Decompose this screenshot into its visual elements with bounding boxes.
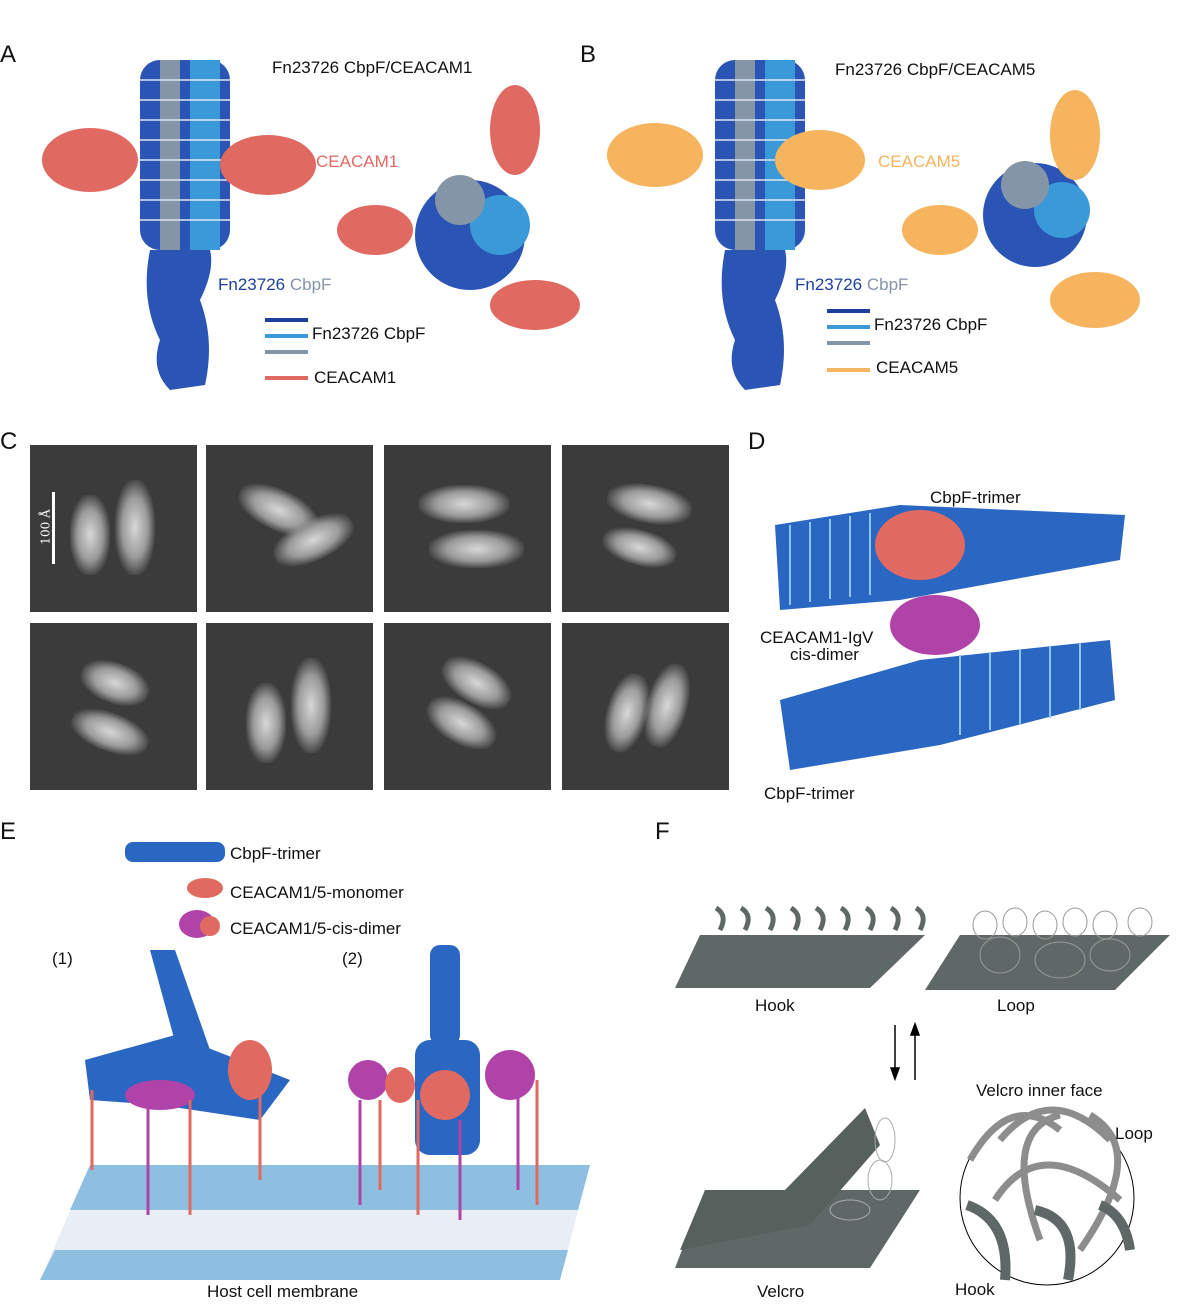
panel-d-middle-label-1: CEACAM1-IgV — [760, 628, 874, 647]
panel-label-c: C — [0, 428, 18, 455]
inset-loop-label: Loop — [1115, 1124, 1153, 1143]
scale-bar-label: 100 Å — [38, 509, 53, 545]
panel-e-model-2 — [348, 945, 539, 1220]
panel-d-middle-label-2: cis-dimer — [790, 645, 859, 664]
class-average-2 — [206, 445, 373, 612]
cbpf-name: Fn23726 — [795, 275, 863, 294]
panel-b-structure-side — [607, 60, 865, 390]
panel-a-structure-top — [337, 85, 580, 330]
panel-a-structure-side — [42, 60, 316, 390]
panel-b-structure-top — [902, 90, 1140, 328]
panel-d-structure — [775, 505, 1125, 770]
velcro-joined — [675, 1108, 920, 1268]
panel-a-legend-swatches — [265, 318, 308, 380]
panel-a-title: Fn23726 CbpF/CEACAM1 — [272, 58, 473, 77]
class-average-6 — [206, 623, 373, 790]
legend-ceacam-cis-dimer: CEACAM1/5-cis-dimer — [230, 919, 401, 938]
loop-strip — [925, 907, 1170, 990]
panel-b-ligand-label: CEACAM5 — [878, 152, 961, 171]
class-average-1: 100 Å — [30, 445, 197, 612]
inner-face-title: Velcro inner face — [976, 1081, 1103, 1100]
panel-a-legend-ligand: CEACAM1 — [314, 368, 397, 387]
cbpf-suffix: CbpF — [289, 275, 332, 294]
hook-strip — [675, 905, 926, 988]
panel-d-bottom-label: CbpF-trimer — [764, 784, 855, 803]
panel-b-cbpf-label: Fn23726 CbpF — [795, 276, 908, 293]
panel-d-top-label: CbpF-trimer — [930, 488, 1021, 507]
class-average-3 — [384, 445, 551, 612]
panel-e-model-1 — [85, 950, 290, 1215]
loop-label: Loop — [997, 996, 1035, 1015]
panel-label-e: E — [0, 818, 17, 845]
legend-cbpf-trimer: CbpF-trimer — [230, 844, 321, 863]
panel-label-d: D — [748, 428, 766, 455]
cbpf-name: Fn23726 — [218, 275, 286, 294]
scale-bar — [52, 492, 55, 564]
velcro-inner-face-inset — [959, 1106, 1135, 1286]
legend-ceacam-monomer: CEACAM1/5-monomer — [230, 883, 404, 902]
panel-a-ligand-label: CEACAM1 — [316, 152, 399, 171]
panel-label-b: B — [580, 41, 597, 68]
class-average-4 — [562, 445, 729, 612]
class-average-5 — [30, 623, 197, 790]
panel-a-legend-cbpf: Fn23726 CbpF — [312, 324, 426, 343]
panel-e-legend-icons — [125, 842, 225, 938]
panel-label-f: F — [655, 818, 670, 845]
equilibrium-arrows — [889, 1021, 921, 1082]
inset-hook-label: Hook — [955, 1280, 995, 1299]
cbpf-suffix: CbpF — [866, 275, 909, 294]
panel-a-cbpf-label: Fn23726 CbpF — [218, 276, 331, 293]
panel-b-legend-ligand: CEACAM5 — [876, 358, 959, 377]
membrane-label: Host cell membrane — [207, 1282, 359, 1301]
panel-b-legend-cbpf: Fn23726 CbpF — [874, 315, 988, 334]
class-average-7 — [384, 623, 551, 790]
hook-label: Hook — [755, 996, 795, 1015]
velcro-label: Velcro — [757, 1282, 805, 1301]
model-2-label: (2) — [342, 949, 363, 968]
panel-b-title: Fn23726 CbpF/CEACAM5 — [835, 60, 1036, 79]
panel-b-legend-swatches — [827, 309, 870, 372]
model-1-label: (1) — [52, 949, 73, 968]
class-average-8 — [562, 623, 729, 790]
membrane-bilayer — [40, 1165, 590, 1280]
panel-label-a: A — [0, 41, 17, 68]
